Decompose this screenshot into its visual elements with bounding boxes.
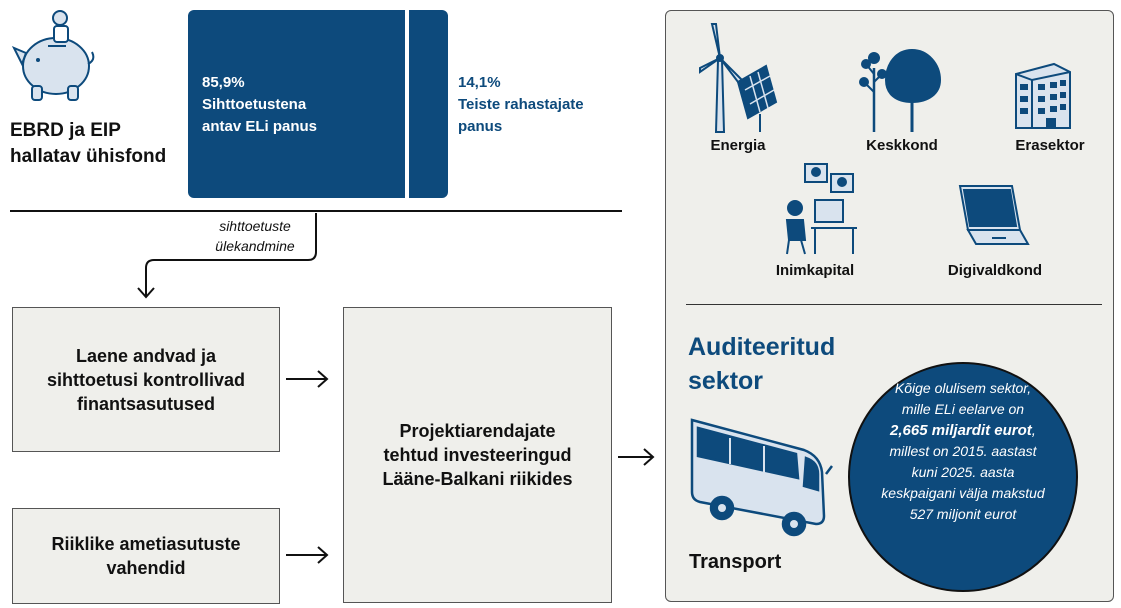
- eu-percent: 85,9%: [202, 74, 245, 91]
- eu-contribution-bar: [188, 10, 405, 198]
- sector-private: Erasektor: [1015, 137, 1085, 154]
- audited-sector-circle: [848, 362, 1078, 592]
- eu-contribution-text: 85,9% Sihttoetustena antav ELi panus: [202, 72, 402, 138]
- national-line1: Riiklike ametiasutuste: [51, 534, 241, 554]
- circle-line5: kuni 2025. aasta: [911, 464, 1015, 480]
- eu-line2: antav ELi panus: [202, 118, 318, 135]
- eu-line1: Sihttoetustena: [202, 96, 307, 113]
- others-contribution-text: 14,1% Teiste rahastajate panus: [458, 72, 658, 138]
- circle-line6: keskpaigani välja makstud: [881, 485, 1045, 501]
- others-line2: panus: [458, 118, 503, 135]
- circle-amount-row: 2,665 miljardit eurot,: [860, 420, 1066, 441]
- sector-energy: Energia: [710, 137, 766, 154]
- arrow-financial-to-projects: [286, 370, 329, 388]
- laptop-icon: [958, 185, 1030, 245]
- sector-digital: Digivaldkond: [947, 262, 1043, 279]
- arrow-projects-to-sectors: [618, 448, 655, 466]
- transfer-line2: ülekandmine: [215, 238, 295, 254]
- piggy-bank-icon: [11, 10, 95, 101]
- others-line1: Teiste rahastajate: [458, 96, 584, 113]
- fund-label-line2: hallatav ühisfond: [10, 146, 167, 167]
- arrow-national-to-projects: [286, 546, 329, 564]
- projects-box: Projektiarendajate tehtud investeeringud…: [343, 307, 612, 603]
- circle-amount: 2,665 miljardit eurot: [890, 422, 1032, 439]
- audited-title-line2: sektor: [688, 367, 764, 395]
- projects-line1: Projektiarendajate: [399, 421, 556, 441]
- circle-line7: 527 miljonit eurot: [909, 506, 1017, 522]
- energy-icon: [699, 23, 778, 133]
- audited-title-line1: Auditeeritud: [688, 333, 836, 361]
- building-icon: [1015, 62, 1071, 129]
- circle-line1: Kõige olulisem sektor,: [894, 380, 1032, 396]
- financial-institutions-box: Laene andvad ja sihttoetusi kontrollivad…: [12, 307, 280, 452]
- circle-line2: mille ELi eelarve on: [901, 401, 1025, 417]
- national-authorities-box: Riiklike ametiasutuste vahendid: [12, 508, 280, 604]
- transfer-line1: sihttoetuste: [219, 218, 291, 234]
- financial-line3: finantsasutused: [76, 393, 216, 414]
- financial-line2: sihttoetusi kontrollivad: [46, 369, 246, 390]
- sector-human-capital: Inimkapital: [775, 262, 855, 279]
- projects-line2: tehtud investeeringud: [383, 445, 572, 465]
- national-line2: vahendid: [106, 558, 186, 578]
- others-percent: 14,1%: [458, 74, 501, 91]
- bus-icon: [690, 418, 833, 537]
- tree-icon: [859, 48, 942, 132]
- transfer-arrowhead: [137, 287, 155, 299]
- fund-label-line1: EBRD ja EIP: [10, 120, 121, 141]
- sector-environment: Keskkond: [866, 137, 938, 154]
- fund-label: EBRD ja EIP hallatav ühisfond: [10, 118, 190, 170]
- transfer-label: sihttoetuste ülekandmine: [200, 216, 310, 256]
- sectors-divider: [686, 304, 1102, 305]
- audited-sector-circle-text: Kõige olulisem sektor, mille ELi eelarve…: [860, 378, 1066, 525]
- audited-sector-title: Auditeeritud sektor: [688, 330, 878, 398]
- projects-line3: Lääne-Balkani riikides: [382, 469, 573, 489]
- circle-line4: millest on 2015. aastast: [889, 443, 1037, 459]
- circle-amount-suffix: ,: [1031, 422, 1036, 439]
- others-contribution-bar: [409, 10, 448, 198]
- audited-sector-name: Transport: [689, 551, 782, 573]
- financial-line1: Laene andvad ja: [75, 345, 217, 366]
- fund-divider-line: [10, 210, 622, 212]
- person-at-desk-icon: [785, 163, 857, 255]
